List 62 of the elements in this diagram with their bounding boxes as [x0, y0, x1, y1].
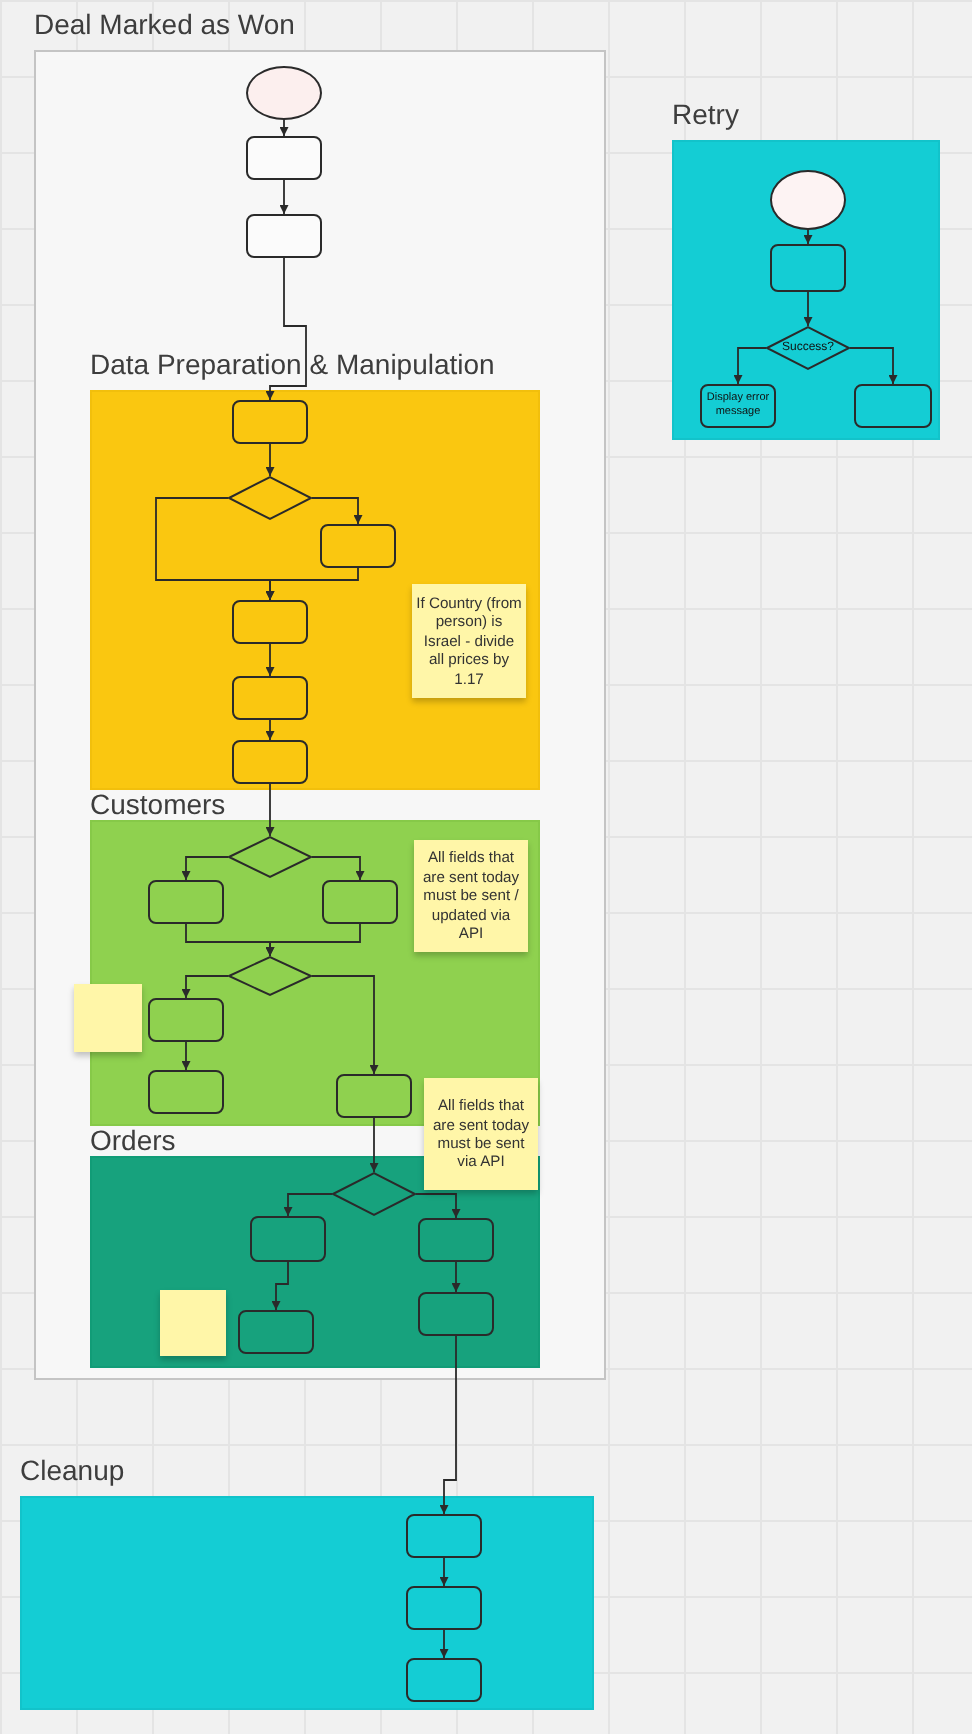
- start-oval: [770, 170, 846, 230]
- process-box: [320, 524, 396, 568]
- process-box: [770, 244, 846, 292]
- arrow: [311, 497, 363, 525]
- arrow: [271, 1261, 289, 1311]
- process-box: [250, 1216, 326, 1262]
- section-title: Retry: [672, 100, 739, 130]
- arrow: [181, 1041, 191, 1071]
- arrow: [849, 347, 898, 385]
- arrow: [265, 443, 275, 477]
- process-box: [148, 1070, 224, 1114]
- arrow: [265, 783, 275, 837]
- process-box: [322, 880, 398, 924]
- arrow: [265, 567, 359, 601]
- process-box: [406, 1514, 482, 1558]
- arrow: [265, 719, 275, 741]
- process-box: [232, 600, 308, 644]
- process-box: [406, 1658, 482, 1702]
- arrow: [181, 856, 229, 881]
- process-box: [246, 136, 322, 180]
- arrow: [803, 229, 813, 245]
- arrow: [439, 1629, 449, 1659]
- sticky-note: [74, 984, 142, 1052]
- process-box: [232, 400, 308, 444]
- arrow: [733, 347, 767, 385]
- section-title: Data Preparation & Manipulation: [90, 350, 495, 380]
- process-box: [246, 214, 322, 258]
- section-title: Deal Marked as Won: [34, 10, 295, 40]
- arrow: [803, 291, 813, 327]
- process-box: [336, 1074, 412, 1118]
- process-box: [148, 998, 224, 1042]
- arrow: [265, 923, 361, 957]
- arrow: [451, 1261, 461, 1293]
- section-title: Cleanup: [20, 1456, 125, 1486]
- arrow: [439, 1335, 457, 1515]
- decision-diamond: [332, 1172, 416, 1216]
- decision-diamond: [228, 956, 312, 996]
- process-box: [148, 880, 224, 924]
- process-box: [232, 676, 308, 720]
- process-box: [418, 1218, 494, 1262]
- decision-diamond: [228, 476, 312, 520]
- arrow: [265, 257, 307, 401]
- arrow: [181, 975, 229, 999]
- section-title: Customers: [90, 790, 226, 820]
- arrow: [369, 1117, 379, 1173]
- arrow: [439, 1557, 449, 1587]
- process-box: [406, 1586, 482, 1630]
- arrow: [311, 856, 365, 881]
- arrow: [279, 119, 289, 137]
- arrow: [283, 1193, 333, 1217]
- process-box: [238, 1310, 314, 1354]
- sticky-note: [160, 1290, 226, 1356]
- process-box: [418, 1292, 494, 1336]
- arrow: [415, 1193, 461, 1219]
- arrow: [279, 179, 289, 215]
- process-box: [854, 384, 932, 428]
- arrow: [265, 643, 275, 677]
- decision-diamond: [228, 836, 312, 878]
- start-oval: [246, 66, 322, 120]
- section-title: Orders: [90, 1126, 176, 1156]
- arrow: [311, 975, 379, 1075]
- process-box: [232, 740, 308, 784]
